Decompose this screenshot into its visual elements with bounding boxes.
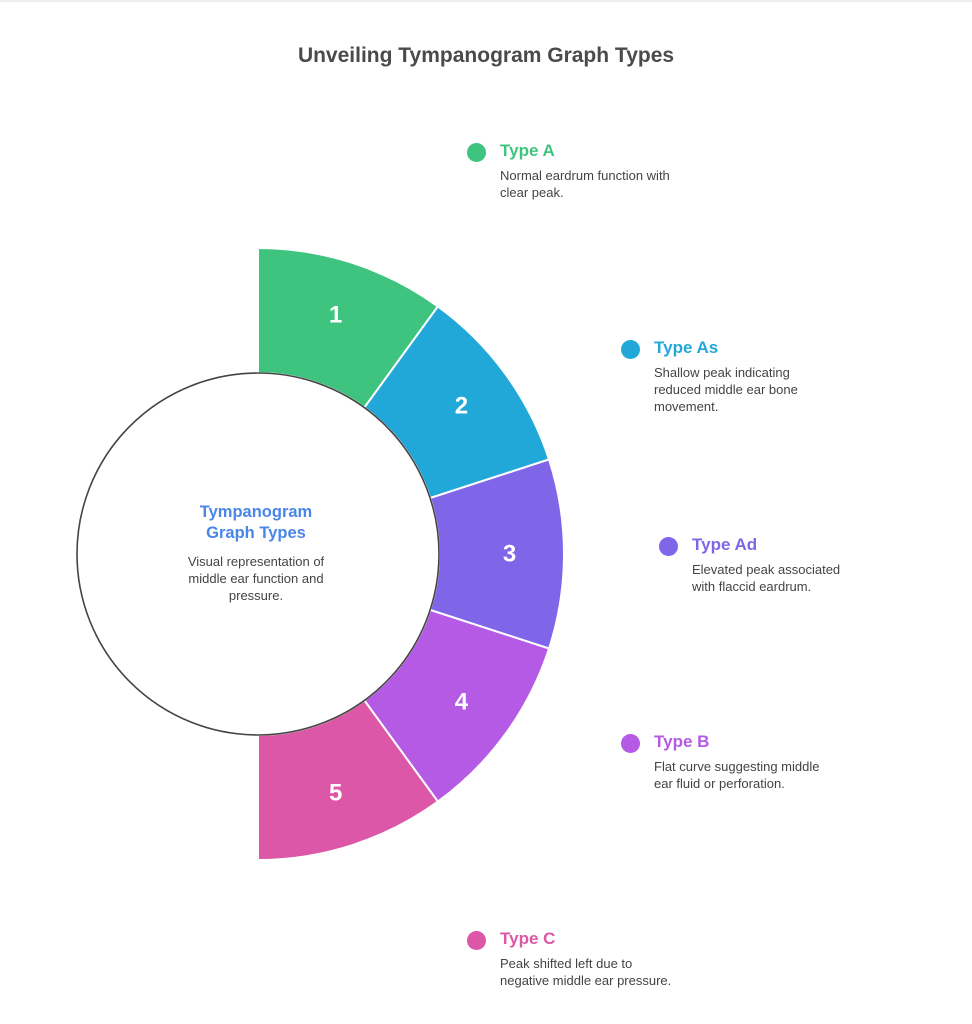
segment-number-3: 3 [503, 541, 516, 568]
legend-desc-line: Elevated peak associated [692, 562, 841, 577]
legend-title-type-as: Type As [654, 338, 719, 357]
legend-desc-line: Shallow peak indicating [654, 365, 790, 380]
legend-desc-type-c: Peak shifted left due to negative middle… [500, 955, 700, 989]
legend-title-type-ad: Type Ad [692, 535, 758, 554]
legend-title-type-c: Type C [500, 929, 556, 948]
legend-item-type-ad: Type Ad Elevated peak associated with fl… [659, 534, 892, 595]
legend-desc-line: negative middle ear pressure. [500, 973, 672, 988]
legend-desc-line: clear peak. [500, 185, 564, 200]
legend-desc-line: movement. [654, 399, 719, 414]
center-label: Tympanogram Graph Types Visual represent… [166, 502, 346, 604]
segment-number-5: 5 [329, 780, 342, 807]
legend-desc-line: with flaccid eardrum. [692, 579, 812, 594]
center-title-line-2: Graph Types [206, 524, 306, 542]
legend-dot-type-a [467, 143, 486, 162]
center-title: Tympanogram Graph Types [166, 502, 346, 544]
legend-dot-type-b [621, 734, 640, 753]
segment-number-1: 1 [329, 301, 342, 328]
legend-desc-line: Normal eardrum function with [500, 168, 670, 183]
legend-dot-type-ad [659, 537, 678, 556]
legend-desc-type-b: Flat curve suggesting middle ear fluid o… [654, 758, 854, 792]
legend-dot-type-c [467, 931, 486, 950]
legend-item-type-c: Type C Peak shifted left due to negative… [467, 928, 700, 989]
legend-desc-line: ear fluid or perforation. [654, 776, 785, 791]
legend-title-type-b: Type B [654, 732, 710, 751]
legend-desc-type-ad: Elevated peak associated with flaccid ea… [692, 561, 892, 595]
segment-number-4: 4 [455, 688, 469, 715]
center-description: Visual representation of middle ear func… [166, 553, 346, 604]
legend-item-type-b: Type B Flat curve suggesting middle ear … [621, 731, 854, 792]
legend-item-type-a: Type A Normal eardrum function with clea… [467, 140, 700, 201]
center-desc-line-2: middle ear function and [188, 571, 324, 586]
top-divider [0, 0, 972, 2]
legend-title-type-a: Type A [500, 141, 555, 160]
center-desc-line-1: Visual representation of [187, 554, 325, 569]
legend-desc-type-as: Shallow peak indicating reduced middle e… [654, 364, 854, 415]
center-title-line-1: Tympanogram [199, 503, 313, 521]
legend-desc-line: Peak shifted left due to [500, 956, 633, 971]
page-title: Unveiling Tympanogram Graph Types [297, 44, 675, 67]
segment-number-2: 2 [455, 393, 468, 420]
center-desc-line-3: pressure. [228, 588, 284, 603]
legend-dot-type-as [621, 340, 640, 359]
legend-desc-line: Flat curve suggesting middle [654, 759, 820, 774]
legend-desc-line: reduced middle ear bone [654, 382, 798, 397]
legend-item-type-as: Type As Shallow peak indicating reduced … [621, 337, 854, 415]
legend-desc-type-a: Normal eardrum function with clear peak. [500, 167, 700, 201]
segments-group: 1 2 3 4 5 [257, 246, 565, 862]
center-circle [76, 372, 440, 736]
